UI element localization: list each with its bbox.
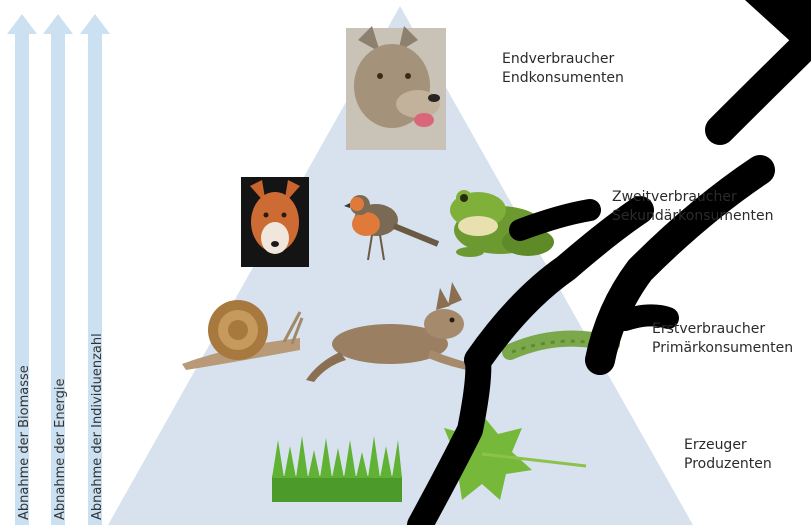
label-secondary-line2: Sekundärkonsumenten — [612, 207, 773, 226]
label-biomass: Abnahme der Biomasse — [17, 365, 32, 520]
label-primary-line1: Erstverbraucher — [652, 320, 793, 339]
label-secondary-consumers: Zweitverbraucher Sekundärkonsumenten — [612, 188, 773, 226]
label-individuals: Abnahme der Individuenzahl — [90, 333, 105, 520]
label-primary-consumers: Erstverbraucher Primärkonsumenten — [652, 320, 793, 358]
label-tertiary-line1: Endverbraucher — [502, 50, 624, 69]
label-producers-line2: Produzenten — [684, 455, 772, 474]
label-tertiary-line2: Endkonsumenten — [502, 69, 624, 88]
label-tertiary-consumers: Endverbraucher Endkonsumenten — [502, 50, 624, 88]
label-secondary-line1: Zweitverbraucher — [612, 188, 773, 207]
label-energy: Abnahme der Energie — [53, 378, 68, 520]
wolf-image — [346, 26, 446, 150]
label-producers-line1: Erzeuger — [684, 436, 772, 455]
label-producers: Erzeuger Produzenten — [684, 436, 772, 474]
fox-image — [241, 177, 309, 267]
label-primary-line2: Primärkonsumenten — [652, 339, 793, 358]
